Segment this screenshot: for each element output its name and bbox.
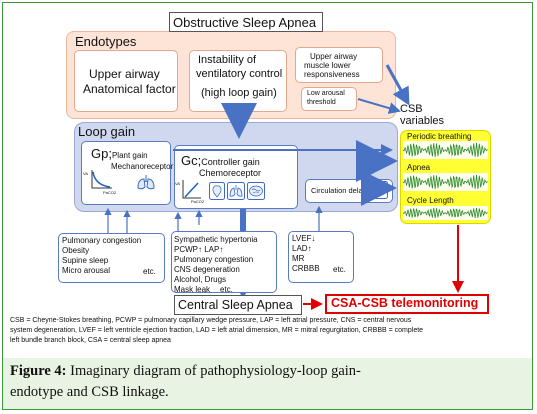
- right-factor-1: LVEF↓: [292, 234, 316, 243]
- mid-factor-6: Mask leak: [174, 285, 211, 294]
- brain-icon: [247, 182, 265, 200]
- lungs-icon: [137, 175, 155, 190]
- left-factor-2: Obesity: [62, 246, 90, 255]
- gp-curve-graph: [91, 170, 112, 189]
- instability-line-3: (high loop gain): [201, 87, 277, 99]
- right-factor-4: CRBBB: [292, 264, 320, 273]
- instability-line-1: Instability of: [198, 54, 257, 66]
- gc-title: Gc;Controller gain: [181, 153, 260, 168]
- arousal-line-2: threshold: [307, 99, 336, 106]
- caption-line-1: Figure 4: Imaginary diagram of pathophys…: [10, 362, 361, 381]
- right-factor-2: LAD↑: [292, 244, 312, 253]
- gc-va-label: VA: [175, 181, 181, 186]
- right-factor-3: MR: [292, 254, 305, 263]
- gc-chemoreceptor: Chemoreceptor: [199, 168, 262, 178]
- title-box: [169, 12, 323, 32]
- csb-item-cycle-length: Cycle Length: [407, 196, 454, 205]
- gc-title-text: Gc;: [181, 153, 202, 168]
- factors-middle-box: [171, 231, 277, 293]
- muscle-box: [295, 47, 383, 83]
- csb-variables-label-2: variables: [400, 115, 445, 127]
- left-factor-1: Pulmonary congestion: [62, 236, 142, 245]
- muscle-line-2: muscle lower: [304, 61, 351, 70]
- anatomy-line-2: Anatomical factor: [83, 82, 176, 96]
- gp-box: [81, 141, 171, 205]
- anatomy-box: [74, 50, 178, 112]
- factors-left-box: [58, 233, 165, 283]
- telemonitoring-box: [325, 294, 489, 314]
- factors-right-box: [288, 231, 354, 283]
- arrows-layer: [104, 64, 464, 310]
- cycle-length-waveform: [403, 206, 488, 220]
- gc-line-graph: [182, 180, 201, 199]
- mid-factor-1: Sympathetic hypertonia: [174, 235, 258, 244]
- loop-gain-label: Loop gain: [78, 124, 136, 139]
- apnea-waveform: [403, 173, 488, 191]
- endotypes-label: Endotypes: [75, 34, 137, 49]
- abbrev-line-1: CSB = Cheyne-Stokes breathing, PCWP = pu…: [10, 317, 412, 324]
- gp-va-label: VA: [83, 171, 89, 176]
- gp-sub: Plant gain: [111, 151, 148, 160]
- csb-item-apnea: Apnea: [407, 163, 431, 172]
- gp-title-text: Gp;: [91, 146, 112, 161]
- gc-paco2-label: PaCO2: [191, 199, 205, 204]
- anatomy-line-1: Upper airway: [89, 67, 160, 81]
- left-factor-etc: etc.: [143, 267, 156, 276]
- caption-bar: [3, 358, 532, 409]
- csb-item-periodic-breathing: Periodic breathing: [407, 132, 472, 141]
- arousal-box: [301, 87, 357, 111]
- mid-factor-4: CNS degeneration: [174, 265, 240, 274]
- gp-title: Gp;Plant gain: [91, 146, 148, 161]
- gp-paco2-label: PaCO2: [103, 190, 117, 195]
- muscle-line-1: Upper airway: [310, 52, 358, 61]
- mid-factor-etc: etc.: [220, 285, 233, 294]
- right-factor-etc: etc.: [333, 265, 346, 274]
- csb-variables-label-1: CSB: [400, 103, 423, 115]
- lungs-icon-2: [227, 182, 245, 200]
- mid-factor-2: PCWP↑ LAP↑: [174, 245, 224, 254]
- csa-box: [174, 295, 302, 315]
- circulation-delay-label: Circulation delay: [311, 186, 367, 195]
- gc-sub: Controller gain: [201, 157, 260, 167]
- telemonitoring-label: CSA-CSB telemonitoring: [331, 296, 479, 310]
- caption-text-1: Imaginary diagram of pathophysiology-loo…: [70, 363, 361, 379]
- instability-line-2: ventilatory control: [196, 68, 283, 80]
- figure-frame: Endotypes Upper airway Anatomical factor…: [2, 2, 533, 410]
- arousal-line-1: Low arousal: [307, 90, 345, 97]
- gp-mechanoreceptor: Mechanoreceptor: [111, 162, 174, 171]
- mid-factor-5: Alcohol, Drugs: [174, 275, 227, 284]
- muscle-line-3: responsiveness: [304, 70, 360, 79]
- mid-factor-3: Pulmonary congestion: [174, 255, 254, 264]
- left-factor-3: Supine sleep: [62, 256, 109, 265]
- heart-icon: [209, 182, 225, 200]
- left-factor-4: Micro arousal: [62, 266, 111, 275]
- caption-line-2: endotype and CSB linkage.: [10, 384, 169, 400]
- diagram-title: Obstructive Sleep Apnea: [173, 15, 317, 30]
- abbrev-line-3: left bundle branch block, CSA = central …: [10, 337, 171, 344]
- caption-figure-label: Figure 4:: [10, 363, 67, 379]
- periodic-breathing-waveform: [403, 141, 488, 159]
- csa-label: Central Sleep Apnea: [178, 298, 293, 312]
- abbrev-line-2: system degeneration, LVEF = left ventric…: [10, 327, 424, 334]
